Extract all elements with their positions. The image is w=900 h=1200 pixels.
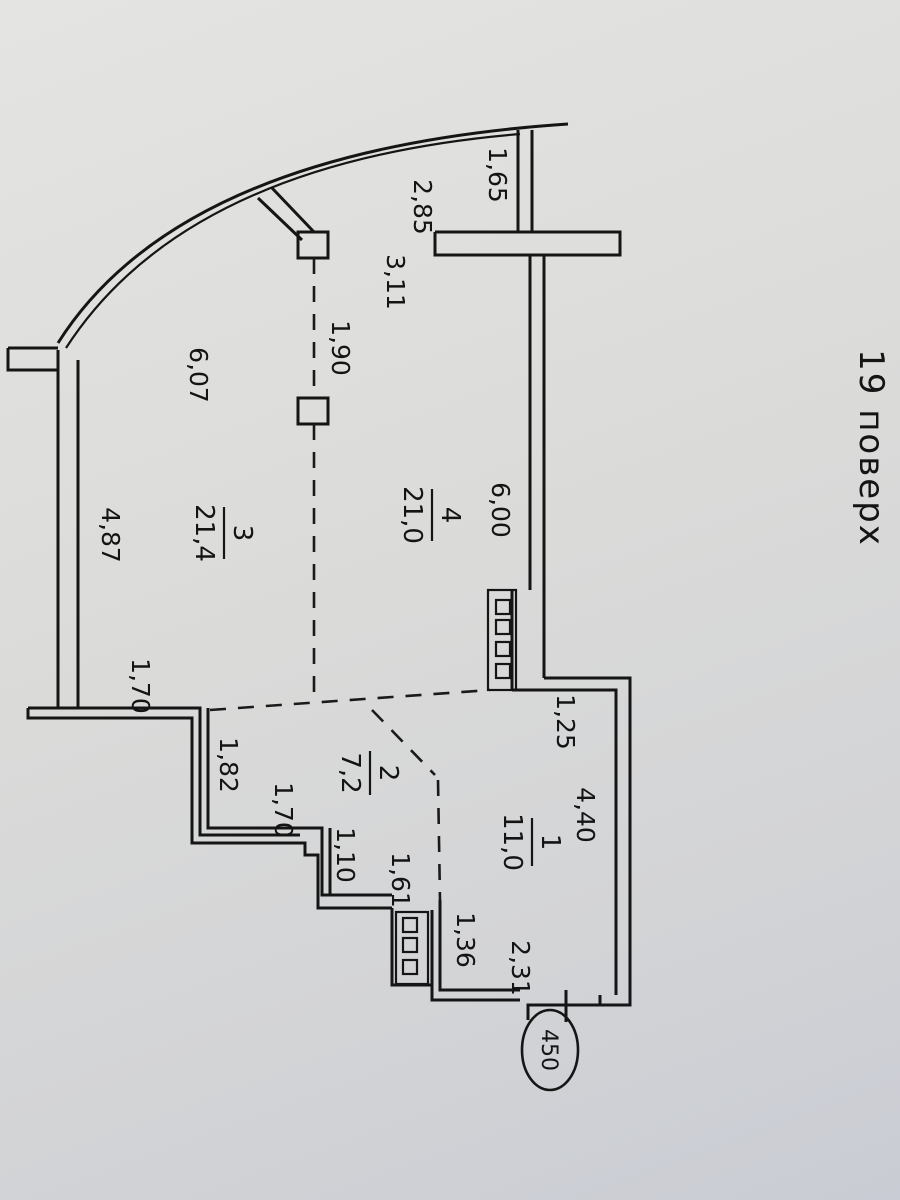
shaft-lower [394,910,430,986]
room-2-label: 2 7,2 [335,751,403,795]
dim-1-82: 1,82 [214,737,243,793]
dim-4-40: 4,40 [571,787,600,843]
columns [256,186,330,426]
room-1-number: 1 [535,834,565,851]
room-1-label: 1 11,0 [497,813,565,871]
section-number: 450 [536,1029,561,1071]
dim-1-61: 1,61 [386,852,415,908]
curved-glazing-inner [65,132,521,349]
room-3-area: 21,4 [189,504,219,562]
dim-1-90: 1,90 [326,320,355,376]
dim-4-87: 4,87 [96,507,125,563]
room-4-area: 21,0 [397,486,427,544]
dim-1-10: 1,10 [331,827,360,883]
room-3-label: 3 21,4 [189,504,257,562]
curved-glazing-wall [56,122,569,344]
right-wall [433,130,632,1020]
dim-6-07: 6,07 [184,347,213,403]
dashed-partitions [209,258,491,901]
dim-1-36: 1,36 [451,912,480,968]
dim-2-85: 2,85 [408,179,437,235]
dim-1-70-mid: 1,70 [269,782,298,838]
room-1-area: 11,0 [497,813,527,871]
dim-1-25: 1,25 [551,694,580,750]
section-marker: 450 [520,990,580,1092]
dim-1-70-top: 1,70 [126,658,155,714]
room-2-number: 2 [373,765,403,782]
lower-wall-steps [26,706,520,1002]
room-3-number: 3 [227,525,257,542]
dim-1-65: 1,65 [483,147,512,203]
room-4-label: 4 21,0 [397,486,465,544]
shaft-upper [486,588,518,692]
floor-title-group: 19 поверх [851,349,891,547]
room-2-area: 7,2 [335,752,365,793]
room-4-number: 4 [435,507,465,524]
left-wall [6,346,80,708]
dim-2-31: 2,31 [506,940,535,996]
dim-6-00: 6,00 [486,482,515,538]
floor-title: 19 поверх [851,349,891,547]
dim-3-11: 3,11 [381,254,410,310]
